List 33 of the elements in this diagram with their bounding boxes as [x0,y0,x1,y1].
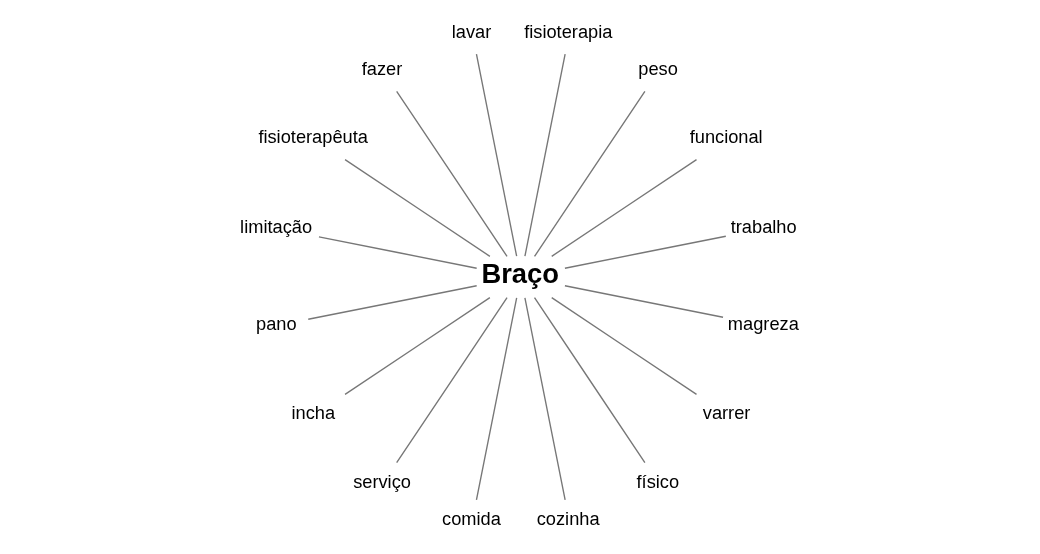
node-text: varrer [702,402,750,424]
connector [523,297,566,501]
node-text: peso [637,57,678,79]
connector [533,90,646,258]
node-text: cozinha [536,507,600,529]
node-text: comida [441,507,501,529]
node-text: fisioterapêuta [257,126,368,148]
connector [343,296,491,396]
connector [395,296,508,464]
connector [563,285,724,318]
connector [395,90,508,258]
connector [533,296,646,464]
connector [550,158,697,258]
node-text: funcional [689,126,763,148]
connector [317,236,477,269]
connector [475,53,517,257]
connector [523,53,566,257]
connector [307,285,477,320]
node-text: incha [290,402,335,424]
node-text: fisioterapia [523,20,612,42]
node-text: serviço [352,470,411,492]
node-text: limitação [239,215,312,237]
node-text: físico [636,470,679,492]
connector [563,235,726,269]
connector [550,296,697,396]
node-text: magreza [727,312,799,334]
node-text: trabalho [730,215,797,237]
node-text: fazer [361,57,402,79]
node-text: Braço [480,257,559,289]
node-text: lavar [451,20,491,42]
connector [343,158,491,258]
node-text: pano [255,312,297,334]
connector [475,297,517,501]
